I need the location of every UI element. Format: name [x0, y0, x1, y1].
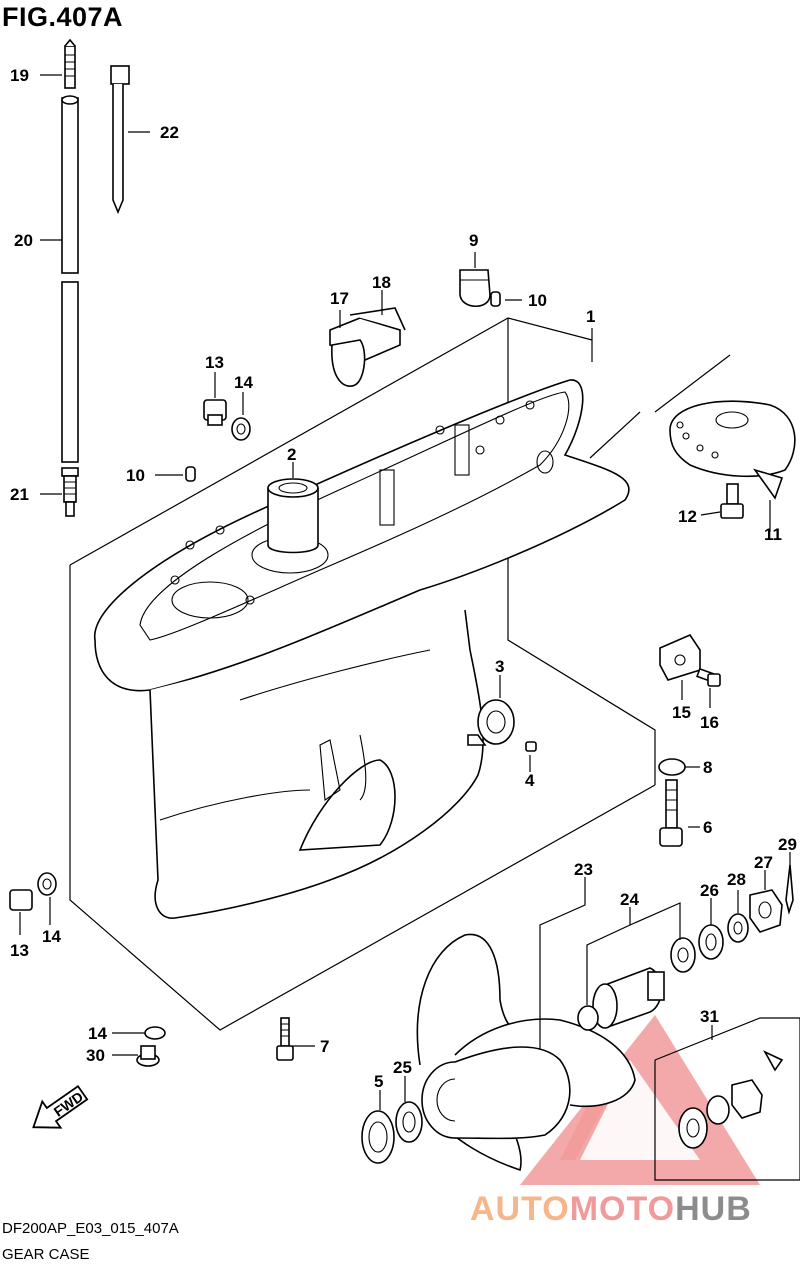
cotter-pin-29 [785, 864, 794, 915]
gasket-14-lower [144, 1026, 166, 1040]
anode-11 [669, 400, 796, 500]
block-15 [659, 634, 701, 681]
callout-22: 22 [160, 123, 179, 142]
callout-5: 5 [374, 1072, 383, 1091]
bushing-24 [577, 967, 665, 1031]
bearing-holder [467, 699, 515, 746]
gear-case-housing [94, 379, 630, 919]
callout-15: 15 [672, 703, 691, 722]
plug-and-gasket-bottom [9, 872, 57, 911]
callout-21: 21 [10, 485, 29, 504]
callout-29: 29 [778, 835, 797, 854]
kit-31 [654, 1017, 800, 1181]
watermark-triangle-inner [575, 1060, 700, 1160]
callout-18: 18 [372, 273, 391, 292]
leader-lines [19, 74, 791, 1110]
watermark-hub: HUB [675, 1190, 752, 1228]
seal-and-plate [329, 307, 406, 387]
callout-19: 19 [10, 66, 29, 85]
callout-25: 25 [393, 1058, 412, 1077]
figure-title: FIG.407A [2, 2, 124, 32]
callout-11: 11 [764, 525, 782, 544]
callout-31: 31 [700, 1007, 719, 1026]
washer-spacer-26 [670, 937, 696, 973]
callout-14-lower: 14 [88, 1024, 107, 1043]
callout-23: 23 [574, 860, 593, 879]
watermark-moto: MOTO [570, 1190, 675, 1228]
washer-28 [727, 913, 749, 943]
bearing-sleeve [267, 478, 319, 554]
plug-and-gasket-top [203, 399, 251, 441]
screw-16 [696, 667, 721, 687]
spacer-5 [361, 1110, 395, 1164]
callout-6: 6 [703, 818, 712, 837]
diagram-name: GEAR CASE [2, 1246, 90, 1263]
bolt-6 [659, 779, 683, 847]
callout-14-bottom: 14 [42, 927, 61, 946]
callout-1: 1 [586, 307, 595, 326]
callout-3: 3 [495, 657, 504, 676]
svg-text:AUTOMOTOHUB: AUTOMOTOHUB [470, 1190, 752, 1228]
bolt-7 [276, 1017, 294, 1061]
callout-2: 2 [287, 445, 296, 464]
callout-20: 20 [14, 231, 33, 250]
lock-washer-26 [698, 924, 724, 960]
thrust-washer-25 [395, 1101, 423, 1143]
callout-13-bottom: 13 [10, 941, 29, 960]
callout-13-top: 13 [205, 353, 224, 372]
bolt-12 [720, 483, 744, 519]
callout-16: 16 [700, 713, 719, 732]
callout-10-top: 10 [528, 291, 547, 310]
callout-4: 4 [525, 771, 535, 790]
callouts: 19 20 21 22 10 9 10 1 17 18 13 14 2 3 4 … [10, 66, 797, 1091]
callout-24: 24 [620, 890, 639, 909]
propeller [416, 933, 636, 1172]
washer-8 [658, 758, 686, 776]
dowel-pin-4 [525, 741, 537, 752]
callout-9: 9 [469, 231, 478, 250]
callout-8: 8 [703, 758, 712, 777]
shift-rod-assembly [61, 38, 79, 517]
forward-direction-arrow: FWD [32, 1084, 89, 1129]
cap-9 [459, 269, 491, 308]
diagram-code: DF200AP_E03_015_407A [2, 1220, 179, 1237]
callout-30: 30 [86, 1046, 105, 1065]
callout-28: 28 [727, 870, 746, 889]
callout-27: 27 [754, 853, 773, 872]
pin-10-left [185, 466, 196, 482]
callout-7: 7 [320, 1037, 329, 1056]
callout-17: 17 [330, 289, 349, 308]
cable-tie [110, 65, 130, 215]
watermark-auto: AUTO [470, 1190, 570, 1228]
pin-10-top [490, 291, 501, 307]
callout-26: 26 [700, 881, 719, 900]
callout-10-left: 10 [126, 466, 145, 485]
castle-nut-27 [749, 889, 783, 933]
watermark-text: AUTOMOTOHUB [470, 1190, 752, 1228]
callout-12: 12 [678, 507, 697, 526]
plug-30 [136, 1045, 160, 1067]
callout-14-top: 14 [234, 373, 253, 392]
